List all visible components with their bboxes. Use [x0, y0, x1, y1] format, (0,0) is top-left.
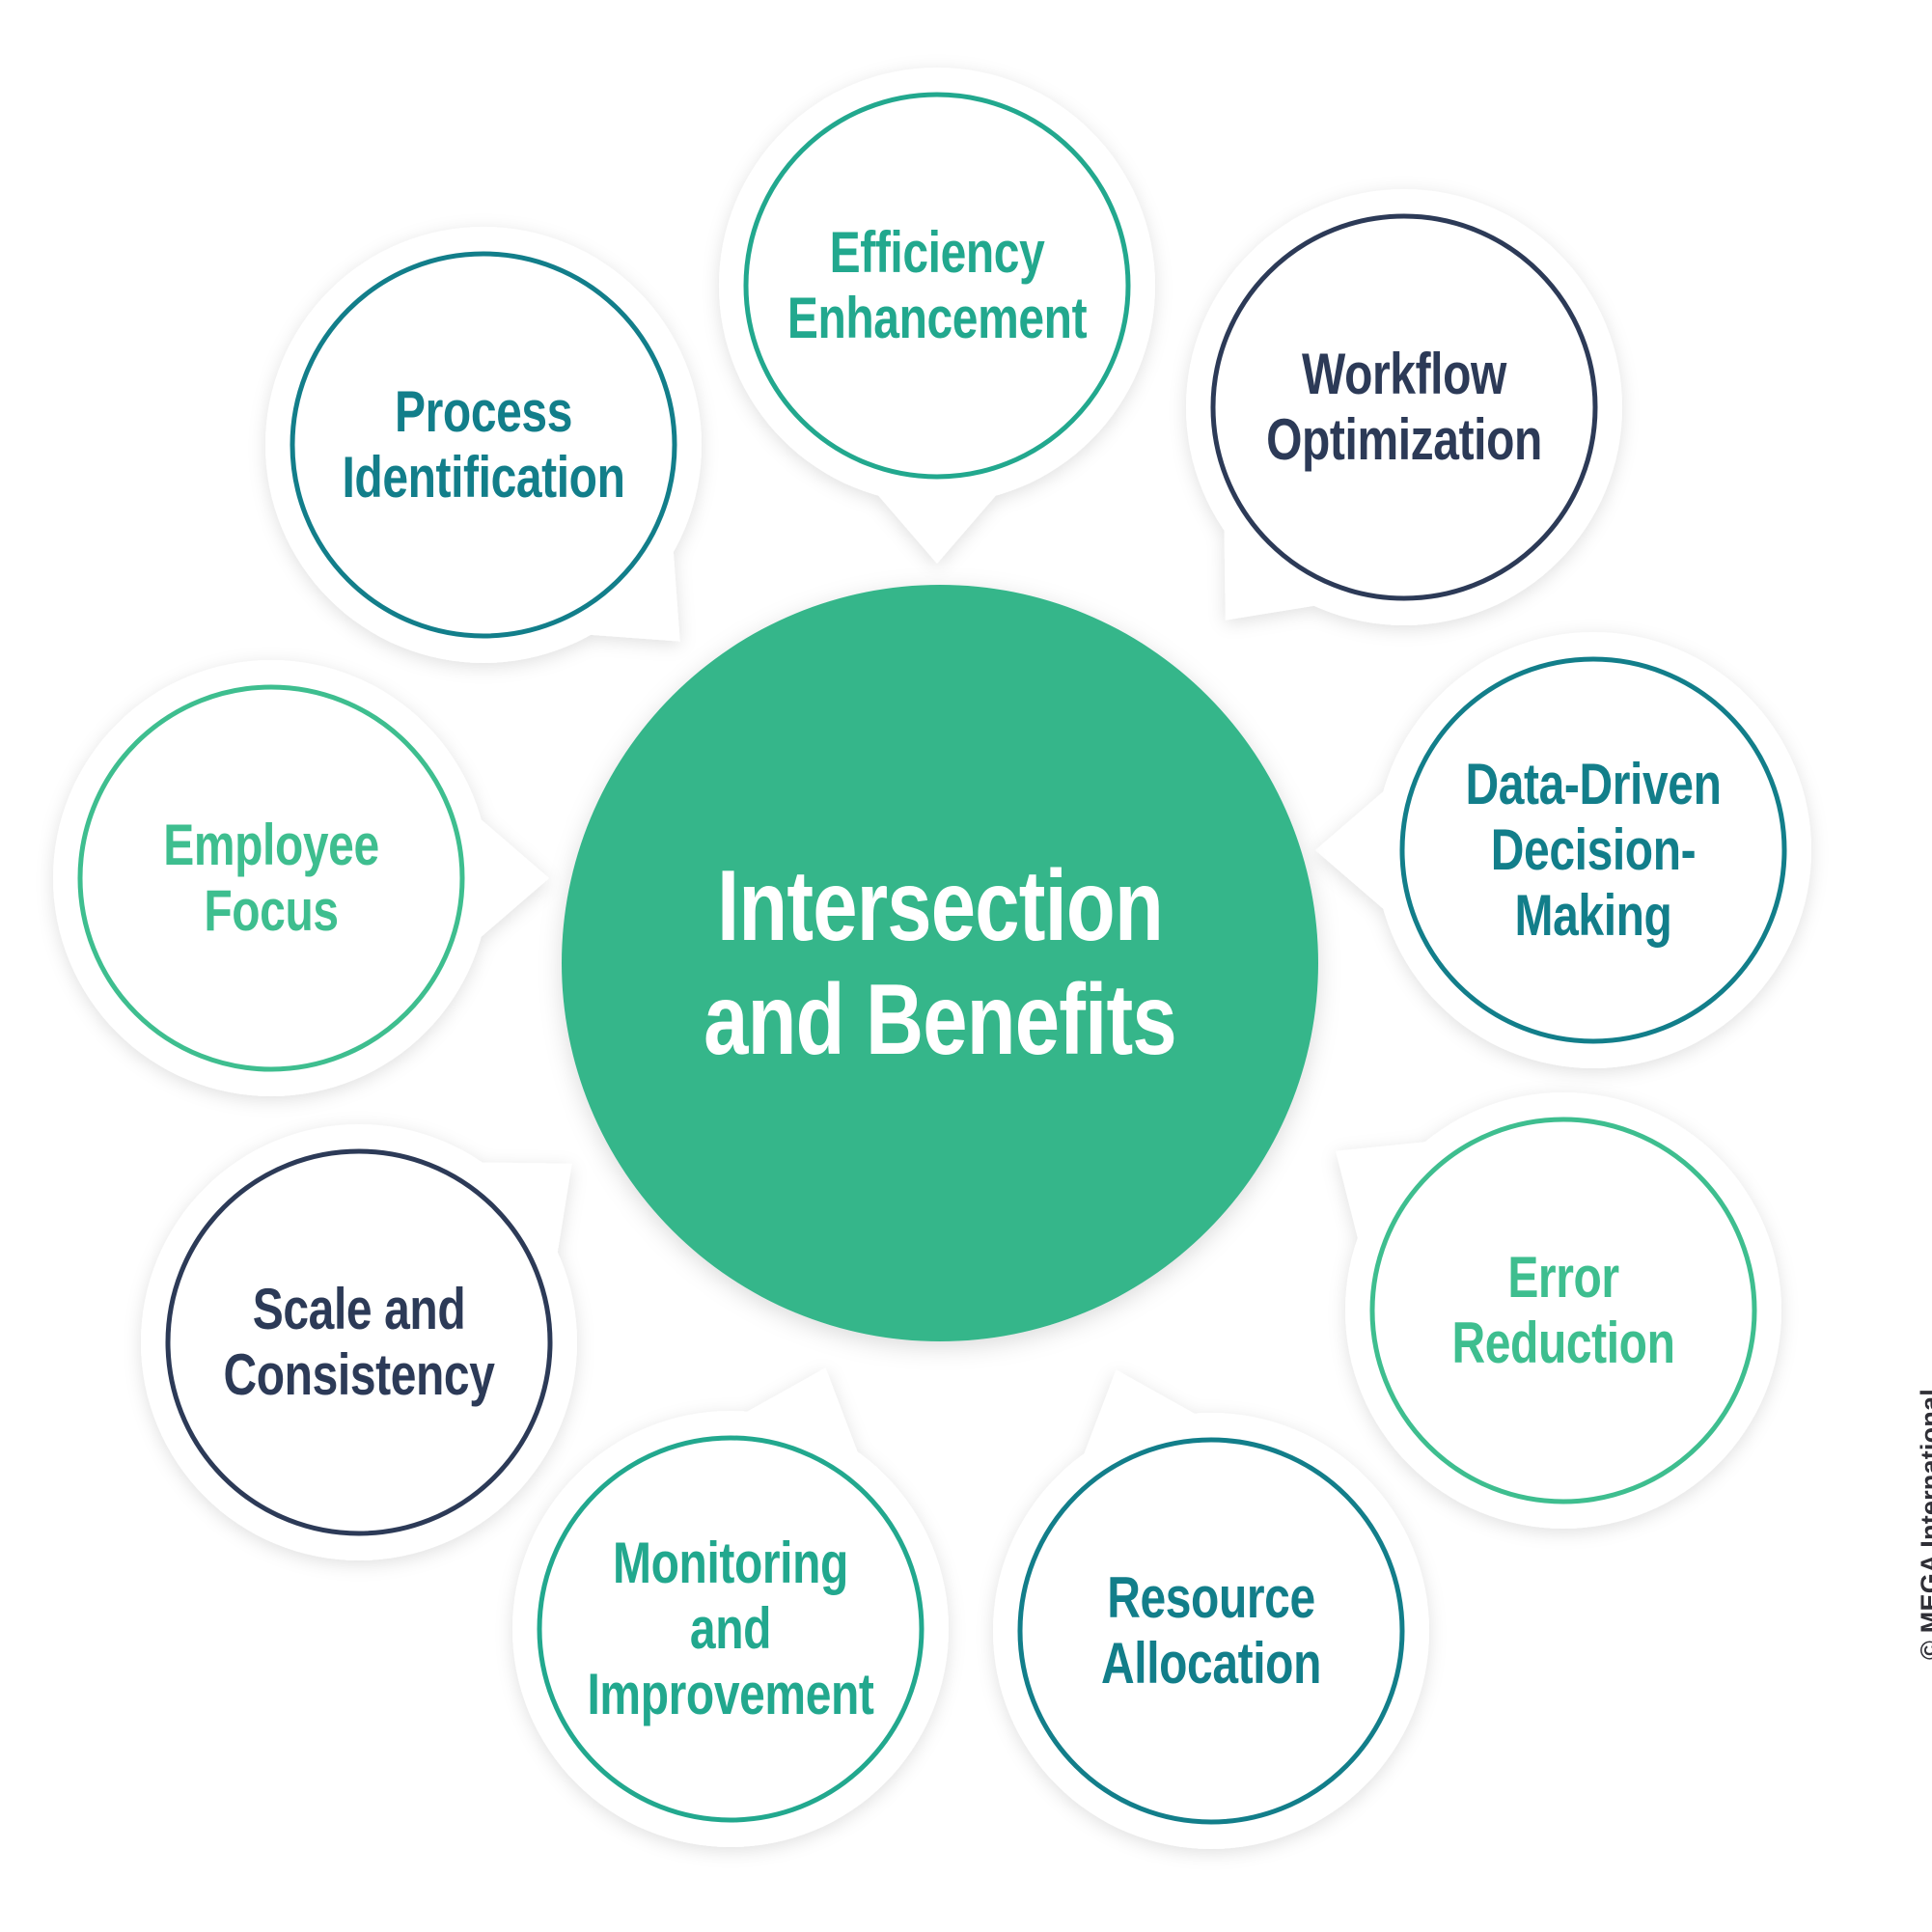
bubble-workflow-optimization: [1186, 189, 1622, 625]
node-label-efficiency-enhancement: Efficiency Enhancement: [775, 141, 1099, 430]
bubble-ring: [1017, 1437, 1405, 1825]
node-label-error-reduction: Error Reduction: [1401, 1166, 1725, 1455]
bubble-resource-allocation: [993, 1369, 1429, 1849]
bubble-pointer: [473, 813, 549, 944]
node-label-text: Resource Allocation: [1100, 1565, 1321, 1696]
bubble-ring: [165, 1148, 553, 1536]
center-title: Intersection and Benefits: [693, 809, 1187, 1118]
bubble-pointer: [1224, 519, 1325, 621]
copyright-notice: © MEGA International: [1916, 1389, 1932, 1660]
bubble-error-reduction: [1336, 1092, 1781, 1529]
bubble-data-driven-decision-making: [1315, 632, 1811, 1068]
bubble-pointer: [1080, 1369, 1204, 1464]
node-label-data-driven-decision-making: Data-Driven Decision-Making: [1431, 705, 1755, 995]
node-label-scale-and-consistency: Scale and Consistency: [197, 1198, 521, 1487]
bubble-ring: [1369, 1117, 1757, 1504]
node-label-employee-focus: Employee Focus: [109, 733, 433, 1023]
bubble-ring: [1210, 213, 1598, 601]
bubble-pointer: [579, 540, 680, 642]
bubble-monitoring-and-improvement: [512, 1367, 949, 1847]
node-label-text: Employee Focus: [163, 813, 379, 943]
node-label-text: Data-Driven Decision-Making: [1465, 752, 1722, 948]
node-label-text: Efficiency Enhancement: [787, 220, 1088, 350]
node-label-text: Process Identification: [342, 379, 625, 510]
node-label-text: Workflow Optimization: [1266, 342, 1542, 472]
bubble-efficiency-enhancement: [719, 68, 1155, 564]
bubble-pointer: [1315, 785, 1392, 916]
bubble-pointer: [1336, 1141, 1436, 1249]
bubble-employee-focus: [53, 660, 549, 1096]
bubble-ring: [77, 684, 465, 1072]
bubble-scale-and-consistency: [141, 1124, 577, 1560]
node-label-resource-allocation: Resource Allocation: [1049, 1486, 1373, 1776]
node-label-workflow-optimization: Workflow Optimization: [1242, 262, 1566, 552]
center-circle: [562, 585, 1318, 1341]
center-title-text: Intersection and Benefits: [704, 850, 1176, 1076]
bubble-pointer: [737, 1367, 862, 1462]
node-label-process-identification: Process Identification: [321, 300, 646, 590]
bubbles-layer: [53, 68, 1811, 1849]
bubble-ring: [537, 1435, 925, 1823]
node-label-monitoring-and-improvement: Monitoring and Improvement: [568, 1484, 893, 1774]
bubble-pointer: [871, 487, 1003, 564]
node-label-text: Error Reduction: [1451, 1245, 1675, 1375]
bubble-ring: [1399, 656, 1787, 1044]
node-label-text: Monitoring and Improvement: [587, 1531, 874, 1726]
bubble-process-identification: [265, 227, 702, 663]
bubble-ring: [743, 92, 1131, 480]
node-label-text: Scale and Consistency: [223, 1277, 495, 1407]
bubble-ring: [290, 251, 677, 639]
bubble-pointer: [471, 1162, 572, 1263]
